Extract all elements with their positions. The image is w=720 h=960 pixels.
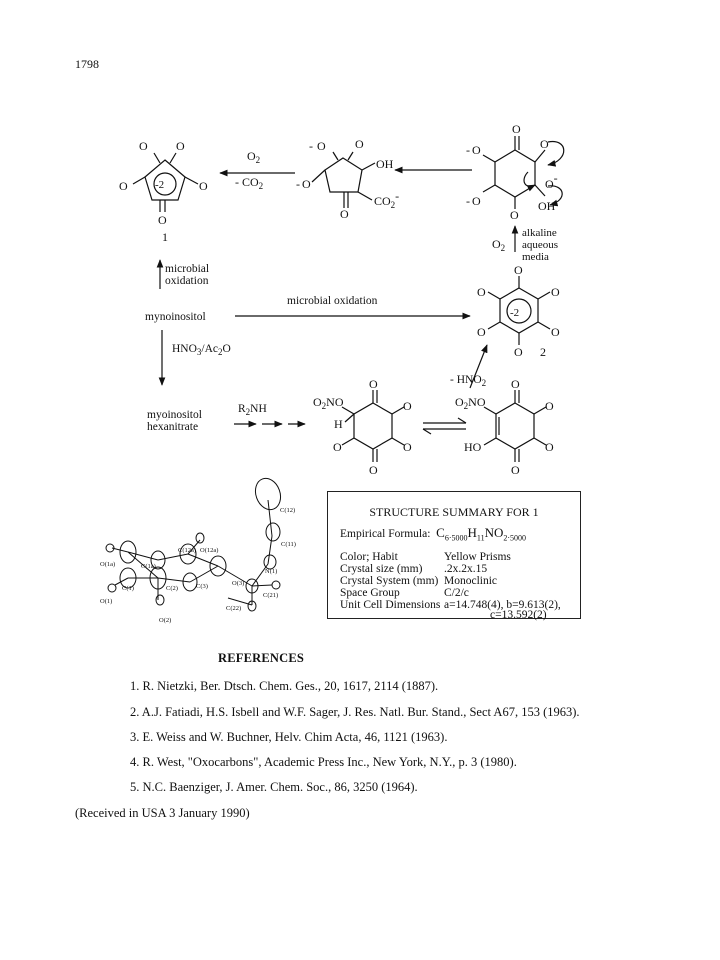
atom-ho: HO (464, 440, 482, 454)
hexanitrate-label: hexanitrate (147, 421, 198, 433)
reference-item: 3. E. Weiss and W. Buchner, Helv. Chim A… (130, 730, 448, 744)
atom-o: O (369, 377, 378, 391)
atom-o: O (176, 139, 185, 153)
reagent-hno3-ac2o: HNO3/Ac2O (172, 343, 231, 357)
reference-item: 1. R. Nietzki, Ber. Dtsch. Chem. Ges., 2… (130, 679, 439, 693)
intermediate-pentagon (311, 151, 376, 208)
charge-label: -2 (155, 179, 164, 191)
ortep-label: O(3) (232, 580, 244, 587)
charge-label: -2 (510, 307, 519, 319)
reagent-o2: O2 (247, 149, 260, 165)
loss-co2: - CO2 (235, 175, 263, 191)
croconate-ring (132, 152, 199, 212)
atom-o: O (511, 463, 520, 477)
atom-o: O (199, 179, 208, 193)
nitro-hexagon (341, 390, 405, 462)
atom-o: O (340, 207, 349, 221)
compound-2-label: 2 (540, 345, 546, 359)
aqueous-label: aqueous (522, 239, 558, 251)
ortep-label: C(1) (122, 585, 134, 592)
ortep-label: O(1a) (100, 561, 115, 568)
atom-o: O (158, 213, 167, 227)
atom-o: O (139, 139, 148, 153)
atom-o: O (540, 137, 549, 151)
atom-o: O (403, 440, 412, 454)
summary-title: STRUCTURE SUMMARY FOR 1 (369, 505, 539, 519)
microbial-oxidation-label: microbial oxidation (287, 295, 378, 307)
ortep-label: C(22) (226, 605, 241, 612)
ortep-label: O(2) (159, 617, 171, 624)
atom-oh: OH (376, 157, 394, 171)
page-number: 1798 (75, 57, 99, 71)
atom-co2: CO2- (374, 189, 399, 210)
media-label: media (522, 251, 549, 263)
enol-hexagon (483, 390, 547, 462)
atom-o: O (355, 137, 364, 151)
reaction-scheme: O O O O O -2 1 O2 - CO2 -O O OH -O CO2- … (100, 122, 565, 624)
atom-oh: OH (538, 199, 556, 213)
intermediate-hexagon (482, 136, 565, 209)
atom-o: O (477, 325, 486, 339)
summary-row: Crystal System (mm)Monoclinic (340, 575, 498, 587)
reference-item: 4. R. West, "Oxocarbons", Academic Press… (130, 755, 517, 769)
atom-o: O (369, 463, 378, 477)
atom-o: O (477, 285, 486, 299)
references-heading: REFERENCES (218, 651, 305, 665)
mynoinositol-label: mynoinositol (145, 311, 206, 323)
compound-1-label: 1 (162, 230, 168, 244)
atom-o: O (511, 377, 520, 391)
ortep-label: C(1a) (141, 563, 156, 570)
rhodizonate-ring (487, 276, 551, 345)
atom-o: O (514, 263, 523, 277)
microbial-label: microbial (165, 263, 209, 275)
reagent-o2: O2 (492, 237, 505, 253)
atom-o: O (403, 399, 412, 413)
atom-h: H (334, 417, 343, 431)
ortep-label: C(12a) (178, 547, 196, 554)
atom-o: O (119, 179, 128, 193)
myoinositol-label: myoinositol (147, 409, 202, 421)
atom-minus-o: -O (466, 194, 481, 208)
atom-o: O (512, 122, 521, 136)
atom-minus-o: -O (309, 139, 326, 153)
ortep-structure (105, 477, 282, 612)
reagent-r2nh: R2NH (238, 403, 267, 417)
loss-hno2: - HNO2 (450, 374, 486, 388)
ortep-label: O(12a) (200, 547, 218, 554)
ortep-label: C(3) (196, 583, 208, 590)
received-note: (Received in USA 3 January 1990) (75, 806, 250, 820)
reference-item: 2. A.J. Fatiadi, H.S. Isbell and W.F. Sa… (130, 705, 580, 719)
atom-o-minus: O- (545, 171, 558, 191)
atom-o: O (551, 325, 560, 339)
reference-item: 5. N.C. Baenziger, J. Amer. Chem. Soc., … (130, 780, 418, 794)
atom-o: O (551, 285, 560, 299)
atom-o: O (545, 440, 554, 454)
ortep-label: C(12) (280, 507, 295, 514)
ortep-label: C(21) (263, 592, 278, 599)
atom-o: O (514, 345, 523, 359)
oxidation-label: oxidation (165, 275, 209, 287)
atom-o: O (545, 399, 554, 413)
atom-o: O (510, 208, 519, 222)
atom-minus-o: -O (296, 177, 311, 191)
summary-row: Crystal size (mm).2x.2x.15 (340, 563, 488, 575)
ortep-label: N(1) (265, 568, 277, 575)
ortep-label: C(2) (166, 585, 178, 592)
ortep-label: C(11) (281, 541, 296, 548)
atom-o: O (333, 440, 342, 454)
structure-summary-box: STRUCTURE SUMMARY FOR 1 Empirical Formul… (327, 491, 581, 621)
atom-minus-o: -O (466, 143, 481, 157)
group-o2no: O2NO (455, 395, 486, 411)
group-o2no: O2NO (313, 395, 344, 411)
empirical-formula: Empirical Formula: C6·5000H11NO2·5000 (340, 525, 527, 543)
alkaline-label: alkaline (522, 227, 557, 239)
ortep-label: O(1) (100, 598, 112, 605)
